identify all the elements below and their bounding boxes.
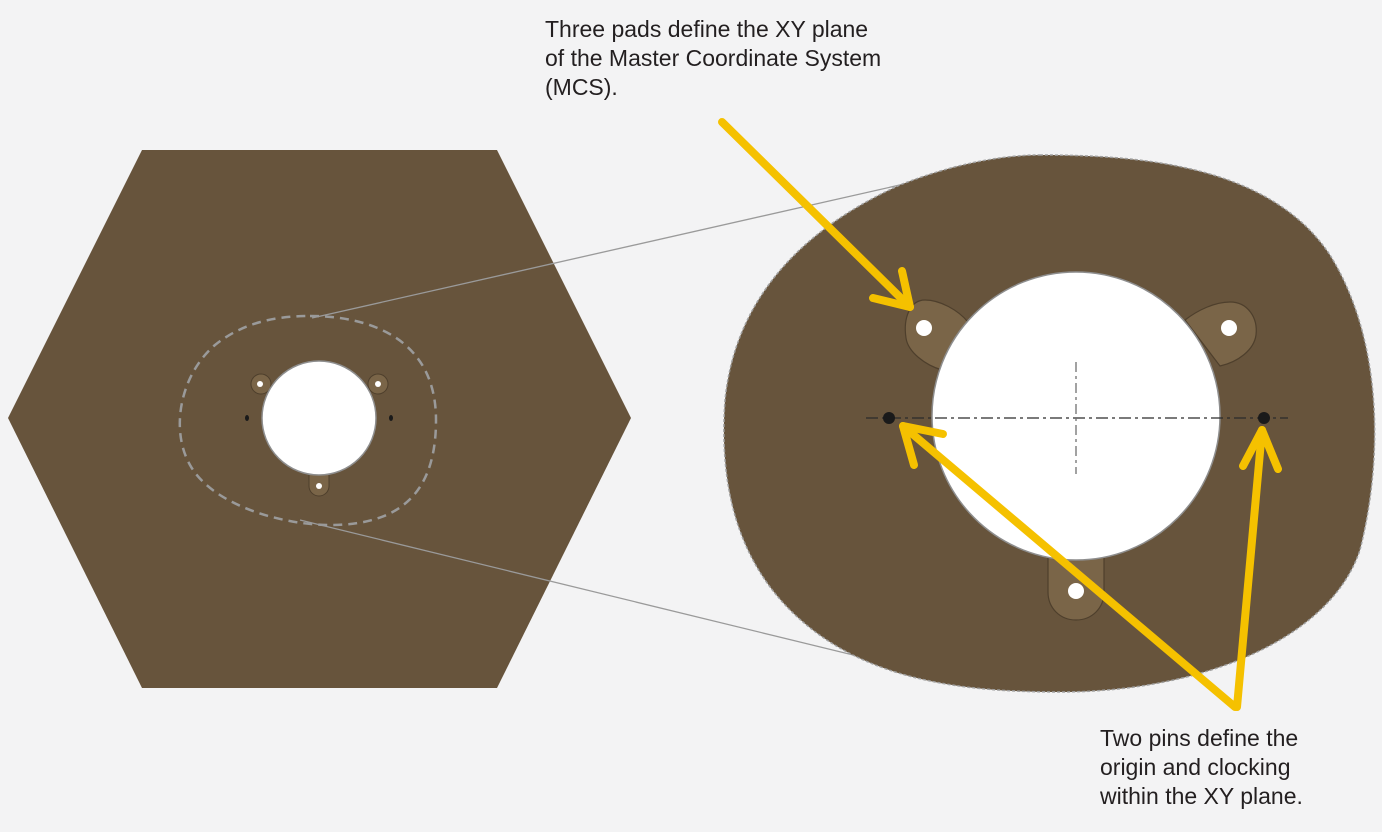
detail-bore xyxy=(931,271,1221,561)
leader-line-top xyxy=(311,167,976,319)
detail-pad-hole-upper-left xyxy=(916,320,932,336)
pads-caption: Three pads define the XY plane of the Ma… xyxy=(545,16,882,100)
pads-callout-arrow xyxy=(718,118,914,311)
small-pin-right xyxy=(389,415,393,421)
pins-callout-arrow-right xyxy=(1233,426,1282,711)
pins-callout-arrow-left xyxy=(899,422,1239,711)
small-pin-left xyxy=(245,415,249,421)
detail-pin-right xyxy=(1258,412,1270,424)
small-pad-hole-upper-left xyxy=(257,381,263,387)
detail-pad-hole-bottom xyxy=(1068,583,1084,599)
pins-caption: Two pins define the origin and clocking … xyxy=(1100,725,1303,809)
detail-pad-hole-upper-right xyxy=(1221,320,1237,336)
detail-pin-left xyxy=(883,412,895,424)
detail-boundary-dashed xyxy=(178,314,438,527)
small-bore xyxy=(261,360,377,476)
small-pad-hole-upper-right xyxy=(375,381,381,387)
small-pad-hole-bottom xyxy=(316,483,322,489)
leader-line-bottom xyxy=(299,519,936,676)
detail-pad-upper-left xyxy=(904,299,969,371)
detail-pad-upper-right xyxy=(1184,301,1257,367)
